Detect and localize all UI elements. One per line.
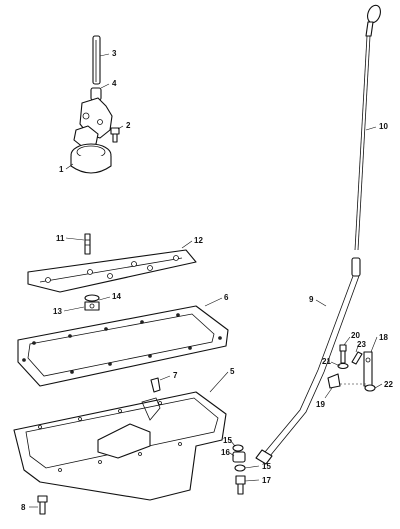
- callout-16: 16: [221, 448, 230, 457]
- oil-pan-part: [13, 391, 227, 501]
- callout-1: 1: [59, 165, 64, 174]
- bracket-hardware-part: [327, 344, 376, 392]
- stud-part: [84, 233, 91, 255]
- oil-pump-part: [70, 97, 113, 174]
- callout-labels: 3 4 2 1 10 11 12 14 13 6 7 5 9 18 20 23 …: [21, 49, 393, 512]
- callout-23: 23: [357, 340, 366, 349]
- dipstick-tube-part: [255, 257, 361, 465]
- callout-18: 18: [379, 333, 388, 342]
- callout-5: 5: [230, 367, 235, 376]
- callout-12: 12: [194, 236, 203, 245]
- tube-fitting-part: [232, 444, 246, 495]
- dipstick-part: [354, 4, 381, 251]
- callout-15-lower: 15: [262, 462, 271, 471]
- callout-21: 21: [322, 357, 331, 366]
- nut-washer-part: [84, 294, 100, 311]
- leader-lines: [29, 53, 383, 508]
- callout-20: 20: [351, 331, 360, 340]
- callout-15-upper: 15: [223, 436, 232, 445]
- pickup-tube-part: [92, 35, 101, 85]
- callout-17: 17: [262, 476, 271, 485]
- callout-6: 6: [224, 293, 229, 302]
- callout-13: 13: [53, 307, 62, 316]
- pan-bolt-part: [37, 495, 48, 515]
- callout-14: 14: [112, 292, 121, 301]
- callout-2: 2: [126, 121, 131, 130]
- pump-bolt-part: [110, 127, 120, 143]
- callout-9: 9: [309, 295, 314, 304]
- drain-plug-part: [150, 377, 161, 393]
- oil-pan-gasket-part: [17, 305, 229, 387]
- callout-4: 4: [112, 79, 117, 88]
- callout-8: 8: [21, 503, 26, 512]
- callout-11: 11: [56, 234, 65, 243]
- callout-7: 7: [173, 371, 178, 380]
- baffle-plate-part: [27, 249, 197, 293]
- callout-22: 22: [384, 380, 393, 389]
- callout-10: 10: [379, 122, 388, 131]
- callout-19: 19: [316, 400, 325, 409]
- callout-3: 3: [112, 49, 117, 58]
